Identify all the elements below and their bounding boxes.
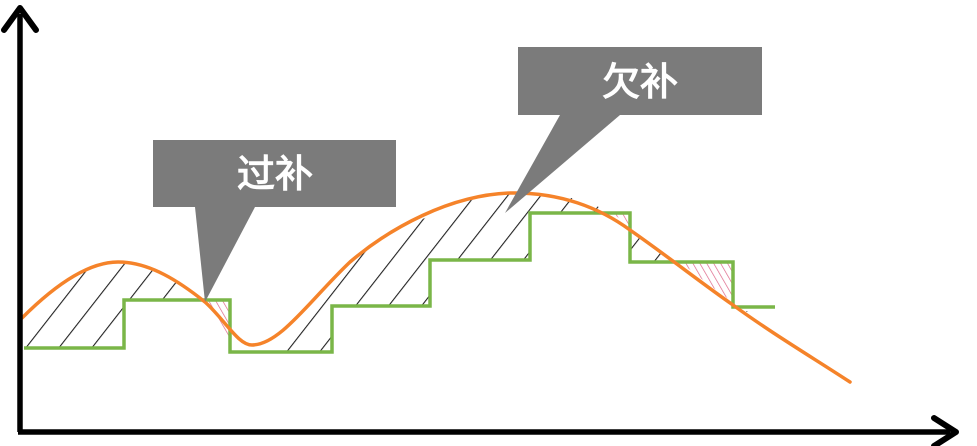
step-compensation-line (24, 211, 775, 354)
callout-over-compensation: 过补 (153, 140, 396, 302)
callout-over-box (153, 140, 396, 207)
under-compensation-hatch (22, 193, 748, 352)
axes (1, 5, 959, 446)
y-axis-arrow-icon (1, 5, 39, 33)
callout-under-pointer (505, 115, 620, 213)
over-compensation-hatch (192, 213, 733, 338)
callout-over-pointer (195, 207, 255, 302)
callout-under-compensation: 欠补 (505, 47, 762, 213)
callout-over-label: 过补 (237, 152, 313, 196)
callout-under-box (518, 47, 762, 115)
callout-under-label: 欠补 (602, 60, 678, 104)
x-axis-arrow-icon (931, 415, 959, 446)
